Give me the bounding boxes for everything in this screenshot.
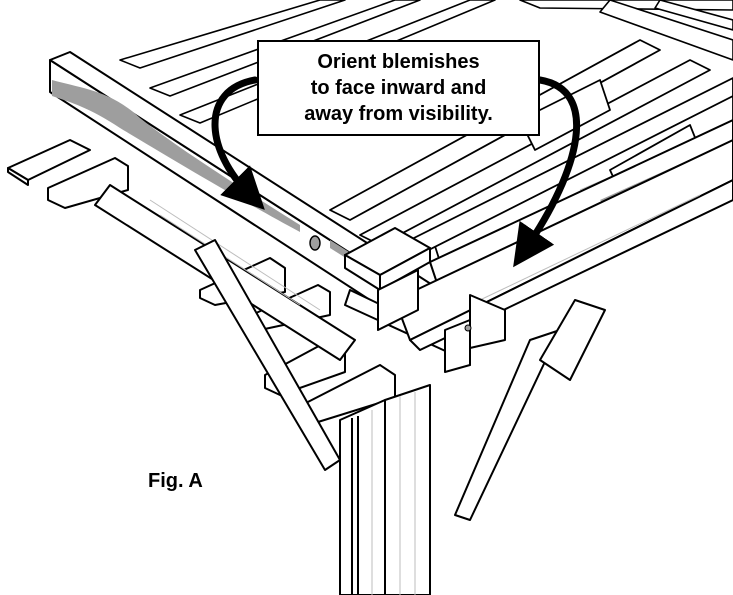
callout-arrows [211,76,581,268]
callout-line-3: away from visibility. [304,103,493,125]
braces [194,239,606,521]
figure-label: Fig. A [148,470,203,492]
callout-line-2: to face inward and [310,77,487,99]
post-cap [344,227,431,331]
callout-line-1: Orient blemishes [317,51,480,73]
callout-box: Orient blemishes to face inward and away… [257,40,540,136]
post [339,384,431,595]
beam-end-front [444,294,506,373]
